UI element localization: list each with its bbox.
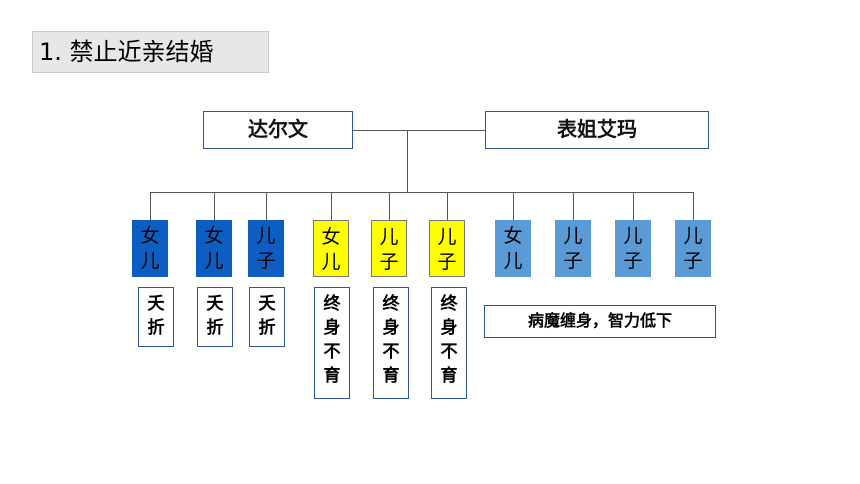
child-drop-8 xyxy=(573,192,574,220)
child-1-daughter: 女儿 xyxy=(132,220,168,277)
child-8-son: 儿子 xyxy=(555,220,591,277)
child-7-daughter: 女儿 xyxy=(495,220,531,277)
child-4-daughter: 女儿 xyxy=(313,220,349,277)
child-drop-6 xyxy=(447,192,448,220)
child-6-son: 儿子 xyxy=(429,220,465,277)
child-drop-9 xyxy=(633,192,634,220)
child-drop-1 xyxy=(150,192,151,220)
outcome-died-young-1: 夭折 xyxy=(138,287,174,347)
sibling-line xyxy=(150,192,694,193)
outcome-died-young-2: 夭折 xyxy=(197,287,233,347)
child-drop-4 xyxy=(331,192,332,220)
outcome-sick: 病魔缠身，智力低下 xyxy=(484,305,716,338)
parent-darwin: 达尔文 xyxy=(203,111,353,149)
outcome-infertile-3: 终身不育 xyxy=(431,287,467,399)
child-3-son: 儿子 xyxy=(248,220,284,277)
child-drop-5 xyxy=(389,192,390,220)
child-drop-3 xyxy=(266,192,267,220)
parent-emma: 表姐艾玛 xyxy=(485,111,709,149)
slide-title: 1. 禁止近亲结婚 xyxy=(32,31,269,73)
child-9-son: 儿子 xyxy=(615,220,651,277)
child-5-son: 儿子 xyxy=(371,220,407,277)
outcome-died-young-3: 夭折 xyxy=(249,287,285,347)
child-drop-10 xyxy=(693,192,694,220)
outcome-infertile-1: 终身不育 xyxy=(314,287,350,399)
child-drop-2 xyxy=(214,192,215,220)
outcome-infertile-2: 终身不育 xyxy=(373,287,409,399)
child-2-daughter: 女儿 xyxy=(196,220,232,277)
marriage-line xyxy=(353,130,485,131)
child-drop-7 xyxy=(513,192,514,220)
descent-line xyxy=(407,130,408,192)
child-10-son: 儿子 xyxy=(675,220,711,277)
